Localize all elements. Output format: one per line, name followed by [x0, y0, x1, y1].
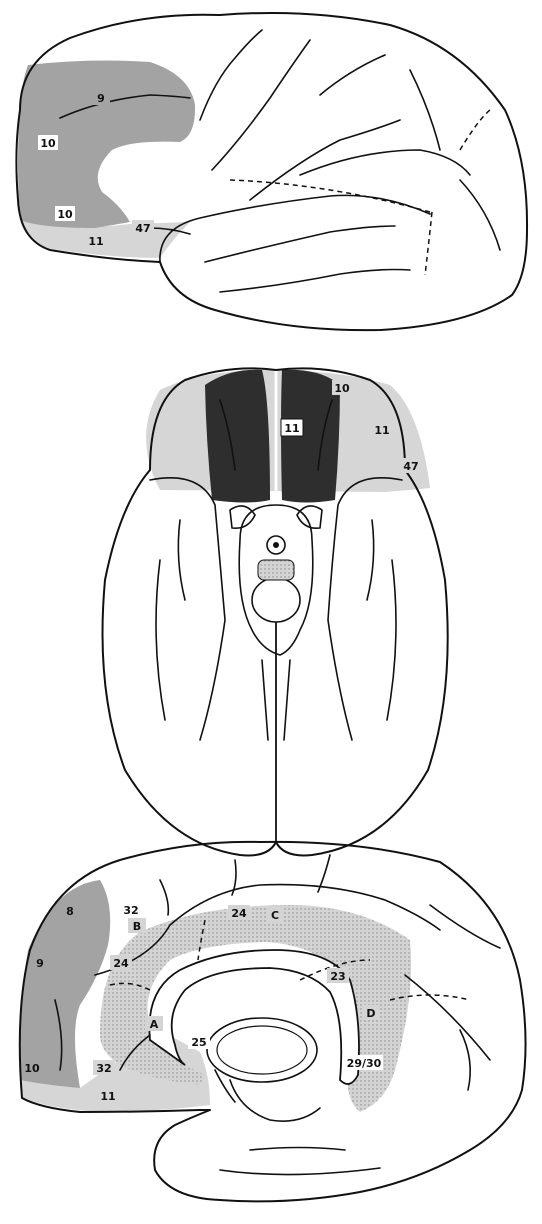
medial-sulcus-2: [160, 880, 168, 915]
svg-text:10: 10: [334, 382, 350, 395]
svg-text:11: 11: [284, 422, 299, 435]
lateral-label-10: 10: [55, 206, 75, 221]
svg-text:10: 10: [57, 208, 73, 221]
medial-sulcus-10: [250, 1148, 345, 1151]
lateral-sulcus-10: [460, 180, 500, 250]
ventral-sulcus-3: [178, 520, 185, 600]
lateral-label-10: 10: [38, 135, 58, 150]
medial-label-C: C: [266, 907, 284, 922]
ventral-mammillary: [258, 560, 294, 580]
svg-text:D: D: [366, 1007, 375, 1020]
medial-label-32-top: 32: [120, 902, 142, 917]
lateral-view: 9 10 10 11 47: [16, 13, 527, 330]
svg-text:23: 23: [330, 970, 345, 983]
medial-sulcus-11: [220, 1168, 380, 1175]
lateral-sulcus-2: [200, 30, 262, 120]
lateral-boundary-2: [425, 212, 432, 275]
ventral-sulcus-2: [387, 560, 396, 720]
svg-text:9: 9: [97, 92, 105, 105]
lateral-sulcus-8: [205, 226, 395, 262]
medial-sulcus-6: [405, 975, 490, 1060]
medial-sulcus-7: [460, 1030, 470, 1090]
medial-label-9: 9: [32, 955, 48, 970]
svg-text:32: 32: [123, 904, 138, 917]
lateral-temporal-lobe: [160, 195, 430, 262]
medial-label-24-left: 24: [110, 955, 132, 970]
svg-text:11: 11: [100, 1090, 115, 1103]
lateral-sulcus-3: [212, 40, 310, 170]
medial-label-B: B: [128, 918, 146, 933]
svg-text:47: 47: [135, 222, 150, 235]
ventral-pons: [252, 578, 300, 622]
medial-thalamus: [207, 1018, 317, 1082]
svg-text:11: 11: [374, 424, 389, 437]
lateral-sulcus-5: [300, 150, 470, 175]
ventral-region-11-left: [205, 370, 270, 503]
medial-sulcus-5: [430, 905, 500, 948]
lateral-sulcus-6: [320, 55, 385, 95]
lateral-sulcus-9: [220, 270, 410, 293]
svg-text:11: 11: [88, 235, 103, 248]
svg-text:10: 10: [40, 137, 56, 150]
ventral-label-11-dark: 11: [281, 419, 303, 436]
medial-label-11: 11: [98, 1088, 118, 1103]
lateral-label-47: 47: [132, 220, 154, 235]
svg-text:24: 24: [113, 957, 129, 970]
medial-label-A: A: [145, 1016, 163, 1031]
medial-label-D: D: [362, 1005, 380, 1020]
ventral-view: 10 11 47 11: [103, 368, 448, 855]
medial-brainstem: [230, 1080, 320, 1121]
svg-text:8: 8: [66, 905, 74, 918]
lateral-label-9: 9: [92, 90, 110, 105]
medial-view: 8 9 10 32 B 24 C 24 23 D A 25 32 11 29/3…: [20, 842, 526, 1202]
svg-text:25: 25: [191, 1036, 206, 1049]
svg-text:32: 32: [96, 1062, 111, 1075]
svg-text:B: B: [133, 920, 141, 933]
medial-label-10: 10: [22, 1060, 42, 1075]
ventral-label-47: 47: [400, 458, 422, 473]
svg-text:24: 24: [231, 907, 247, 920]
medial-label-29-30: 29/30: [345, 1055, 383, 1070]
svg-text:47: 47: [403, 460, 418, 473]
medial-label-24-top: 24: [228, 905, 250, 920]
medial-label-23: 23: [327, 968, 349, 983]
svg-text:9: 9: [36, 957, 44, 970]
svg-text:10: 10: [24, 1062, 40, 1075]
lateral-label-11: 11: [86, 233, 106, 248]
ventral-sulcus-1: [156, 560, 165, 720]
lateral-boundary-3: [460, 110, 490, 150]
ventral-label-11: 11: [372, 422, 392, 437]
lateral-sulcus-4: [250, 120, 400, 200]
ventral-sulcus-4: [367, 520, 374, 600]
svg-text:A: A: [150, 1018, 159, 1031]
lateral-sulcus-7: [410, 70, 440, 150]
medial-label-25: 25: [188, 1034, 210, 1049]
medial-label-8: 8: [62, 903, 78, 918]
ventral-label-10: 10: [332, 380, 352, 395]
medial-label-32-bottom: 32: [93, 1060, 115, 1075]
svg-text:C: C: [271, 909, 279, 922]
svg-text:29/30: 29/30: [347, 1057, 382, 1070]
